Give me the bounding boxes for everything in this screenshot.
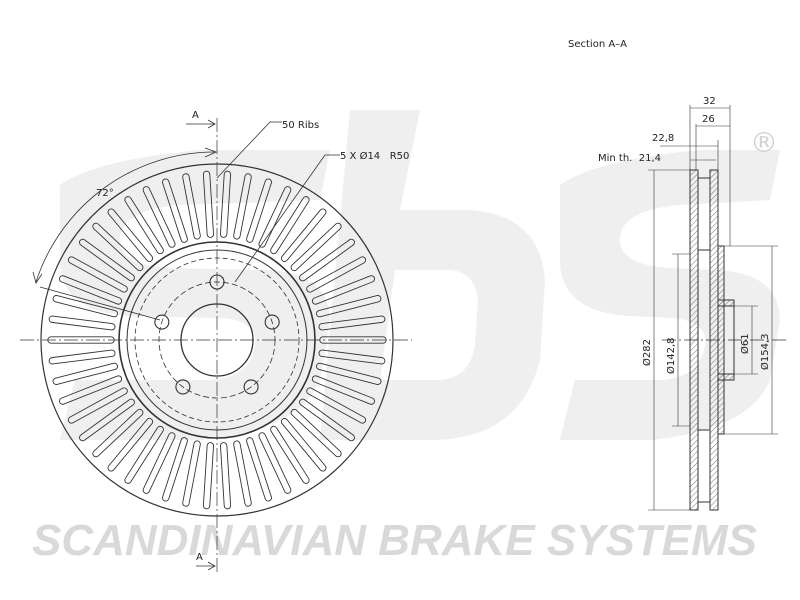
rib-slot: [280, 208, 327, 262]
front-view: [20, 118, 412, 572]
hat-face-bottom: [717, 373, 735, 381]
bolt-pitch-circle: [158, 281, 276, 399]
angle-arrow-top: [204, 147, 218, 158]
rib-slot: [52, 295, 118, 318]
hat-wall: [717, 245, 725, 435]
ribs-count-label: 50 Ribs: [282, 120, 319, 131]
bolt-hole: [209, 274, 225, 290]
rib-slot: [79, 238, 135, 282]
rib-slot: [142, 186, 176, 248]
rib-slot: [142, 432, 176, 494]
rib-slot: [233, 440, 252, 507]
bolt-hole: [154, 314, 170, 330]
rib-slot: [67, 387, 128, 424]
dim-center-bore: Ø61: [739, 333, 751, 354]
rib-slot: [306, 256, 367, 293]
rib-slot: [246, 178, 272, 243]
angle-arc: [35, 151, 216, 283]
section-marker-top-arrow: [207, 119, 216, 129]
center-bore: [180, 303, 254, 377]
rib-slot: [316, 362, 382, 385]
rib-slot: [246, 437, 272, 502]
rib-slot: [67, 256, 128, 293]
section-marker-bottom-label: A: [196, 552, 203, 563]
rib-slot: [290, 222, 342, 272]
rib-slot: [107, 208, 154, 262]
bolt-pattern-label: 5 X Ø14 R50: [340, 150, 409, 162]
ventilation-ribs: [47, 170, 387, 510]
rib-slot: [319, 336, 387, 344]
rib-slot: [162, 437, 188, 502]
rib-slot: [270, 425, 310, 484]
section-view: [648, 105, 786, 511]
outboard-plate: [689, 169, 699, 511]
rib-slot: [258, 432, 292, 494]
dim-outer-diameter: Ø282: [641, 339, 653, 366]
dim-hat-outer-diameter: Ø154,3: [759, 334, 771, 371]
rib-slot: [52, 362, 118, 385]
rib-slot: [316, 295, 382, 318]
rib-slot: [107, 418, 154, 472]
dim-hat-height: 26: [702, 114, 715, 125]
rib-slot: [306, 387, 367, 424]
rib-slot: [48, 349, 116, 365]
bolt-hole: [243, 379, 259, 395]
rib-slot: [162, 178, 188, 243]
bolt-holes: [154, 274, 280, 395]
hat-face-top: [717, 299, 735, 307]
dim-thickness: 22,8: [652, 133, 674, 144]
rib-slot: [79, 398, 135, 442]
rib-slot: [280, 418, 327, 472]
rib-slot: [182, 440, 201, 507]
section-marker-bottom-arrow: [207, 561, 216, 571]
dim-overall-width: 32: [703, 96, 716, 107]
company-name-watermark: SCANDINAVIAN BRAKE SYSTEMS: [32, 516, 757, 565]
bolt-hole: [264, 314, 280, 330]
rib-slot: [220, 442, 232, 510]
rib-slot: [290, 408, 342, 458]
angle-leader: [39, 286, 161, 321]
hat-outer-circle: [126, 249, 308, 431]
sbs-watermark: ® SCANDINAVIAN BRAKE SYSTEMS: [32, 110, 780, 565]
rib-slot: [48, 315, 116, 331]
hat-shoulder-circle: [134, 257, 300, 423]
rib-slot: [47, 336, 115, 344]
rib-slot: [202, 442, 214, 510]
rib-slot: [220, 170, 232, 238]
rib-slot: [124, 425, 164, 484]
rib-slot: [270, 196, 310, 255]
rib-slot: [299, 238, 355, 282]
dim-min-thickness: Min th. 21,4: [598, 153, 661, 164]
rib-slot: [59, 275, 123, 305]
dim-hat-diameter: Ø142,8: [665, 338, 677, 375]
rib-slot: [59, 375, 123, 405]
sbs-logo: [60, 110, 780, 440]
rib-slot: [318, 315, 386, 331]
registered-mark: ®: [750, 126, 778, 159]
rib-slot: [311, 275, 375, 305]
rib-slot: [202, 170, 214, 238]
rib-slot: [233, 173, 252, 240]
disc-outer-edge: [40, 163, 394, 517]
rib-slot: [92, 408, 144, 458]
rib-slot: [124, 196, 164, 255]
rib-slot: [311, 375, 375, 405]
bolt-leader-line: [234, 154, 340, 283]
angle-arrow-bottom: [32, 271, 43, 284]
friction-ring-inner-edge: [118, 241, 316, 439]
rib-slot: [299, 398, 355, 442]
angle-label: 72°: [96, 188, 114, 199]
bolt-hole: [175, 379, 191, 395]
rib-slot: [258, 186, 292, 248]
ribs-leader-line: [216, 121, 282, 179]
section-title: Section A–A: [568, 39, 627, 50]
rib-slot: [318, 349, 386, 365]
section-marker-top-label: A: [192, 110, 199, 121]
rib-slot: [92, 222, 144, 272]
rib-slot: [182, 173, 201, 240]
inboard-plate: [709, 169, 719, 511]
